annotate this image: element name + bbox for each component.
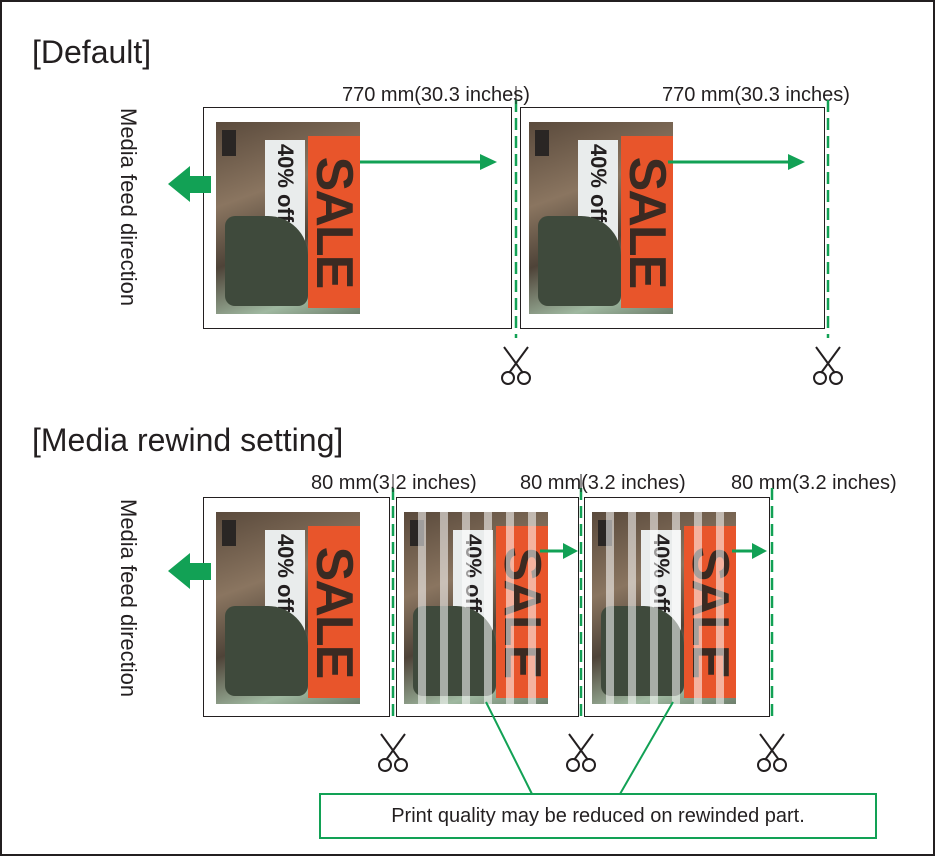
rewound-sheet: 40% off SALE [584,497,770,717]
advance-arrow-icon [732,543,767,559]
feed-arrow-icon [168,166,211,202]
scissors-icon [501,346,531,385]
scissors-icon [566,733,596,772]
brand-logo [222,520,236,546]
rewind-quality-note: Print quality may be reduced on rewinded… [319,793,877,839]
rewound-sheet: 40% off SALE [396,497,579,717]
poster-image-rewound: 40% off SALE [592,512,736,704]
printed-sheet: 40% off SALE [203,107,512,329]
rewind-section-title: [Media rewind setting] [32,422,344,458]
boots-graphic [537,216,622,306]
poster-image: 40% off SALE [216,512,360,704]
poster-image: 40% off SALE [529,122,673,314]
printed-sheet: 40% off SALE [203,497,390,717]
poster-image-rewound: 40% off SALE [404,512,548,704]
advance-arrow-icon [540,543,578,559]
rewind-banding [592,512,736,704]
callout-line [485,701,533,795]
rewind-banding [404,512,548,704]
default-section-title: [Default] [32,34,152,70]
dimension-label-default-1: 770 mm(30.3 inches) [342,84,530,106]
scissors-icon [757,733,787,772]
printed-sheet: 40% off SALE [520,107,825,329]
boots-graphic [224,606,309,696]
feed-arrow-icon [168,553,211,589]
callout-line [619,701,674,795]
dimension-label-rewind-1: 80 mm(3.2 inches) [311,472,477,494]
advance-arrow-icon [360,154,497,170]
poster-image: 40% off SALE [216,122,360,314]
dimension-label-default-2: 770 mm(30.3 inches) [662,84,850,106]
brand-logo [535,130,549,156]
dimension-label-rewind-2: 80 mm(3.2 inches) [520,472,686,494]
scissors-icon [813,346,843,385]
advance-arrow-icon [668,154,805,170]
scissors-icon [378,733,408,772]
boots-graphic [224,216,309,306]
brand-logo [222,130,236,156]
